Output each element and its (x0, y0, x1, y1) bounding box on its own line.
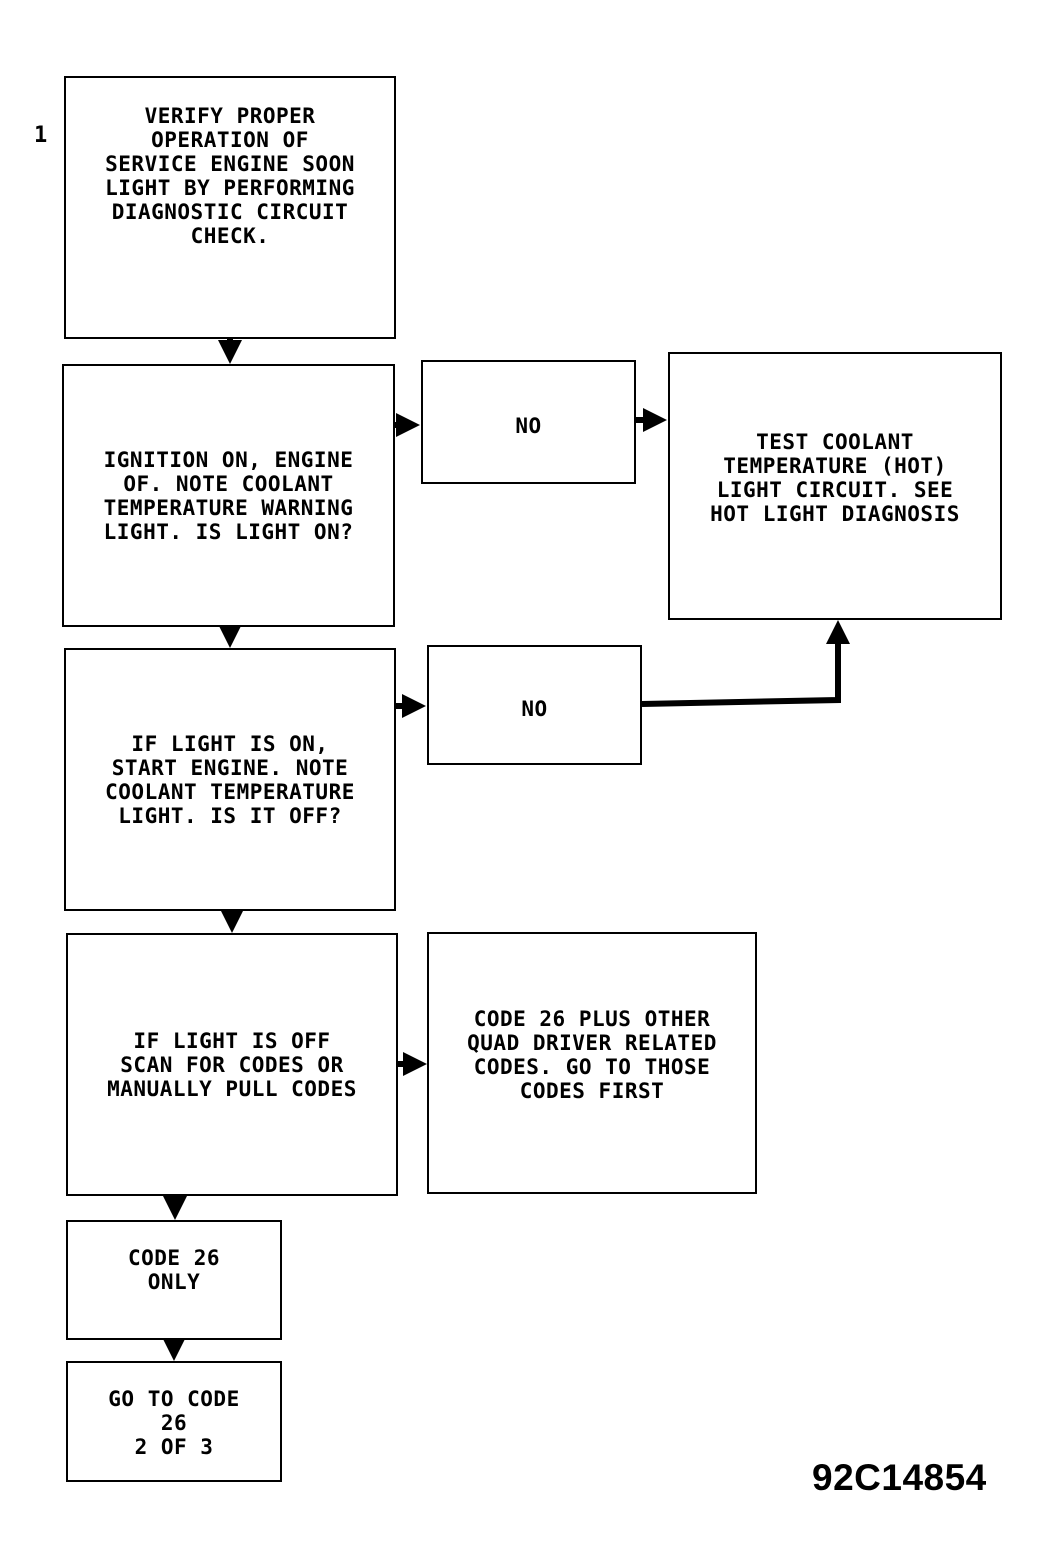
box-text-line: DIAGNOSTIC CIRCUIT (111, 200, 349, 224)
box-text-line: OPERATION OF (151, 128, 309, 152)
verify-box: VERIFY PROPER OPERATION OF SERVICE ENGIN… (64, 76, 396, 339)
box-text-line: TEST COOLANT (756, 430, 914, 454)
box-text-line: CHECK. (190, 224, 270, 248)
goto-code-box: GO TO CODE 26 2 OF 3 (66, 1361, 282, 1482)
box-text-line: ONLY (147, 1270, 201, 1294)
box-text-line: CODES FIRST (519, 1079, 665, 1103)
box-text-line: COOLANT TEMPERATURE (105, 779, 355, 804)
ignition-box: IGNITION ON, ENGINE OF. NOTE COOLANT TEM… (62, 364, 395, 627)
box-text-line: CODE 26 (127, 1246, 220, 1270)
box-text-line: GO TO CODE (108, 1387, 240, 1411)
step-number: 1 (34, 123, 48, 148)
test-coolant-box: TEST COOLANT TEMPERATURE (HOT) LIGHT CIR… (668, 352, 1002, 620)
figure-id: 92C14854 (812, 1457, 987, 1498)
box-text-line: START ENGINE. NOTE (111, 755, 349, 780)
code26-plus-box: CODE 26 PLUS OTHER QUAD DRIVER RELATED C… (427, 932, 757, 1194)
connector-no2-to-test (641, 620, 850, 707)
box-text-line: VERIFY PROPER (144, 104, 316, 128)
no-box-1: NO (421, 360, 636, 484)
box-text-line: TEMPERATURE (HOT) (723, 454, 947, 478)
box-text-line: LIGHT CIRCUIT. SEE (716, 478, 954, 502)
box-text-line: CODE 26 PLUS OTHER (473, 1007, 711, 1031)
box-text-line: HOT LIGHT DIAGNOSIS (710, 502, 960, 526)
start-engine-box: IF LIGHT IS ON, START ENGINE. NOTE COOLA… (64, 648, 396, 911)
box-text-line: OF. NOTE COOLANT (123, 471, 334, 496)
no-box-2: NO (427, 645, 642, 765)
box-text-line: QUAD DRIVER RELATED (467, 1031, 717, 1055)
box-text-line: IGNITION ON, ENGINE (103, 447, 354, 472)
box-text-line: CODES. GO TO THOSE (473, 1055, 711, 1079)
box-text-line: LIGHT BY PERFORMING (105, 176, 355, 200)
box-text-line: NO (515, 414, 542, 438)
code26-only-box: CODE 26 ONLY (66, 1220, 282, 1340)
box-text-line: TEMPERATURE WARNING (103, 495, 354, 520)
box-text-line: LIGHT. IS IT OFF? (118, 803, 342, 828)
box-text-line: NO (521, 697, 548, 721)
box-text-line: 2 OF 3 (134, 1435, 214, 1459)
scan-codes-box: IF LIGHT IS OFF SCAN FOR CODES OR MANUAL… (66, 933, 398, 1196)
box-text-line: SCAN FOR CODES OR (120, 1052, 344, 1077)
box-text-line: IF LIGHT IS OFF (133, 1028, 331, 1053)
box-text-line: MANUALLY PULL CODES (107, 1076, 357, 1101)
box-text-line: IF LIGHT IS ON, (131, 731, 329, 756)
box-text-line: LIGHT. IS LIGHT ON? (103, 519, 354, 544)
box-text-line: SERVICE ENGINE SOON (105, 152, 355, 176)
box-text-line: 26 (160, 1411, 188, 1435)
